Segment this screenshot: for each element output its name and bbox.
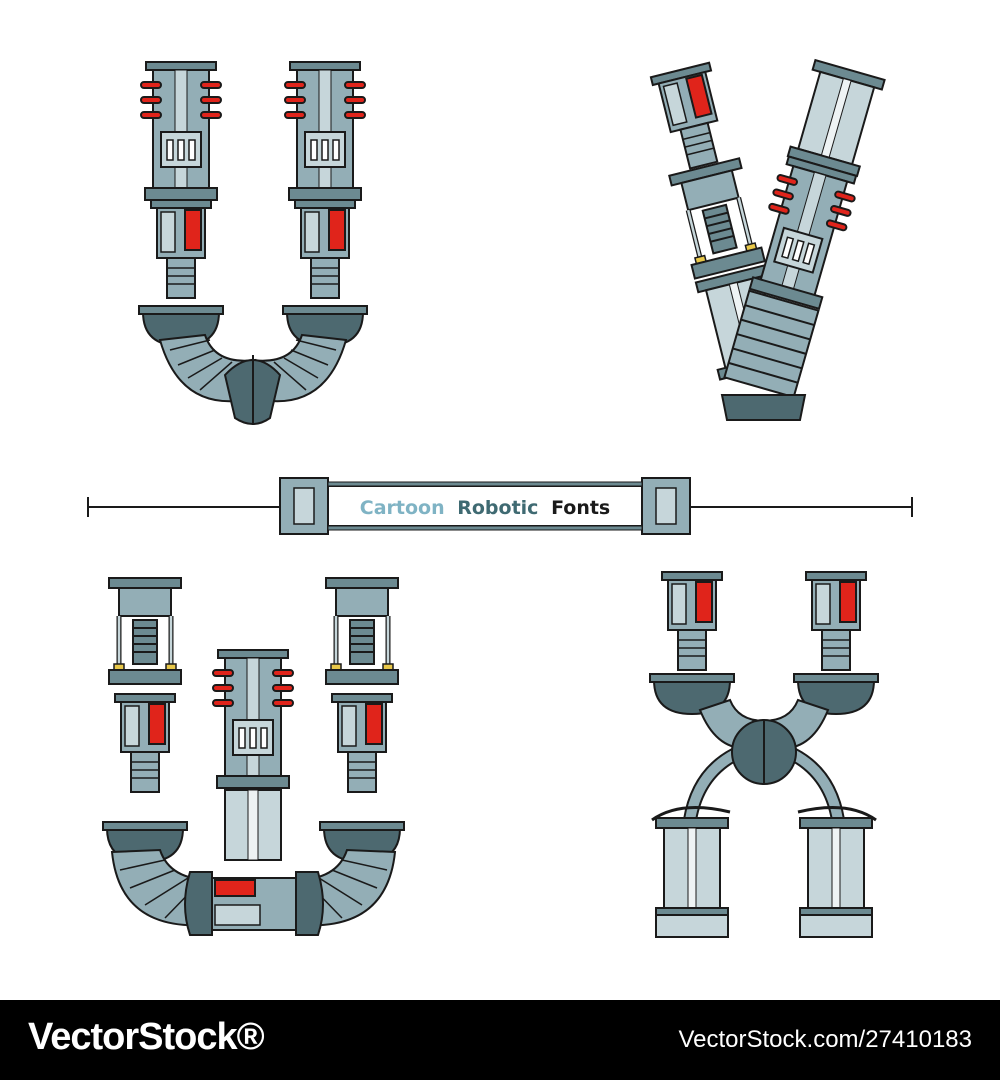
watermark-footer: VectorStock® VectorStock.com/27410183 (0, 1000, 1000, 1080)
banner-word-cartoon: Cartoon (360, 497, 445, 519)
letter-x (649, 571, 879, 938)
image-id: VectorStock.com/27410183 (678, 1026, 972, 1053)
letter-w (102, 578, 405, 936)
title-banner (87, 477, 913, 535)
letter-u (138, 62, 368, 425)
letter-v (649, 59, 886, 421)
robotic-font-illustration: Cartoon Robotic Fonts (87, 59, 913, 938)
banner-title: Cartoon Robotic Fonts (360, 497, 611, 519)
banner-word-robotic: Robotic (457, 497, 538, 519)
banner-word-fonts: Fonts (551, 497, 610, 519)
vectorstock-logo: VectorStock® (28, 1016, 265, 1058)
